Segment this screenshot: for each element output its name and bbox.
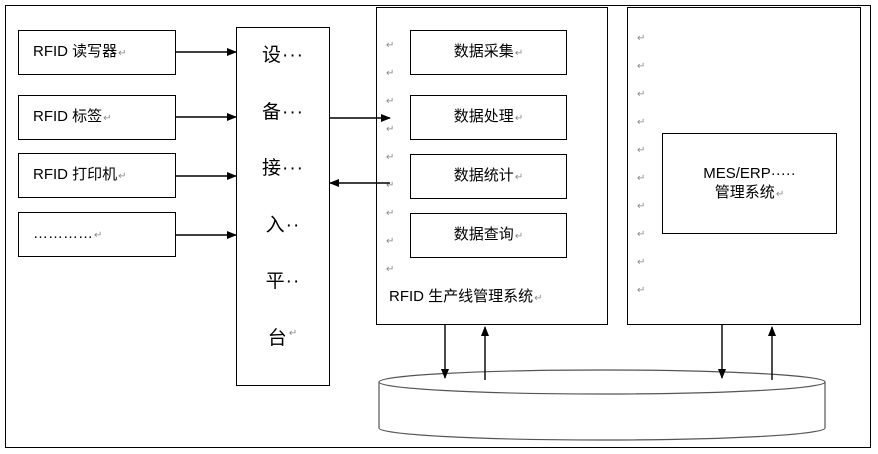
pilcrow-mark: ↵	[386, 40, 395, 51]
pilcrow-mark: ↵	[637, 89, 646, 100]
page-frame	[5, 5, 871, 448]
platform-char: 平··	[265, 271, 301, 292]
device-box-rfid-reader[interactable]: RFID 读写器↵	[18, 30, 176, 75]
device-label: RFID 读写器↵	[33, 43, 127, 61]
pilcrow-mark: ↵	[386, 208, 395, 219]
module-label: 数据处理↵	[453, 108, 524, 126]
pilcrow-mark: ↵	[288, 327, 299, 339]
platform-char: 台↵	[267, 327, 299, 349]
module-box-data-collection[interactable]: 数据采集↵	[410, 30, 567, 75]
platform-char: 接···	[262, 158, 304, 179]
pilcrow-mark: ↵	[514, 113, 524, 125]
pilcrow-mark: ↵	[775, 188, 785, 200]
device-access-platform-box[interactable]: 设··· 备··· 接··· 入·· 平·· 台↵	[236, 27, 330, 386]
device-box-rfid-tag[interactable]: RFID 标签↵	[18, 95, 176, 140]
mes-erp-box[interactable]: MES/ERP····· 管理系统↵	[662, 133, 837, 234]
device-label: RFID 标签↵	[33, 108, 112, 126]
pilcrow-mark: ↵	[637, 145, 646, 156]
database-cylinder-shape	[378, 369, 826, 441]
device-box-rfid-printer[interactable]: RFID 打印机↵	[18, 153, 176, 198]
platform-char: 设···	[262, 45, 304, 66]
management-system-caption: RFID 生产线管理系统↵	[389, 288, 543, 305]
pilcrow-mark: ↵	[514, 172, 524, 184]
pilcrow-mark: ↵	[637, 257, 646, 268]
module-box-data-statistics[interactable]: 数据统计↵	[410, 154, 567, 199]
database-label: ················数据库↵	[826, 398, 878, 419]
pilcrow-mark: ↵	[386, 96, 395, 107]
pilcrow-mark: ↵	[637, 33, 646, 44]
module-box-data-query[interactable]: 数据查询↵	[410, 213, 567, 258]
module-label: 数据查询↵	[453, 226, 524, 244]
pilcrow-mark: ↵	[637, 173, 646, 184]
module-label: 数据采集↵	[453, 43, 524, 61]
pilcrow-mark: ↵	[637, 117, 646, 128]
module-box-data-processing[interactable]: 数据处理↵	[410, 95, 567, 140]
pilcrow-mark: ↵	[118, 171, 127, 183]
device-label: …………↵	[33, 225, 103, 243]
platform-char: 备···	[262, 101, 304, 123]
pilcrow-mark: ↵	[386, 152, 395, 163]
mes-erp-line2: 管理系统↵	[714, 183, 785, 201]
device-label: RFID 打印机↵	[33, 166, 127, 184]
pilcrow-mark: ↵	[534, 293, 543, 304]
pilcrow-mark: ↵	[386, 180, 395, 191]
pilcrow-mark: ↵	[637, 201, 646, 212]
pilcrow-mark: ↵	[386, 124, 395, 135]
platform-char: 入··	[265, 214, 301, 236]
mes-erp-line1: MES/ERP·····	[703, 164, 796, 182]
platform-vertical-text: 设··· 备··· 接··· 入·· 平·· 台↵	[237, 28, 329, 385]
pilcrow-mark: ↵	[386, 236, 395, 247]
pilcrow-mark: ↵	[386, 264, 395, 275]
pilcrow-mark: ↵	[637, 61, 646, 72]
pilcrow-mark: ↵	[637, 285, 646, 296]
pilcrow-mark: ↵	[386, 68, 395, 79]
enterprise-system-box[interactable]: ↵ ↵ ↵ ↵ ↵ ↵ ↵ ↵ ↵ ↵ MES/ERP····· 管理系统↵	[627, 7, 861, 325]
module-label: 数据统计↵	[453, 167, 524, 185]
device-box-others[interactable]: …………↵	[18, 212, 176, 257]
pilcrow-mark: ↵	[94, 230, 103, 242]
pilcrow-mark: ↵	[103, 113, 112, 125]
pilcrow-mark: ↵	[514, 48, 524, 60]
pilcrow-mark: ↵	[118, 48, 127, 60]
database-cylinder[interactable]: ················数据库↵	[378, 368, 826, 444]
pilcrow-mark: ↵	[637, 229, 646, 240]
management-system-box[interactable]: ↵ ↵ ↵ ↵ ↵ ↵ ↵ ↵ ↵ 数据采集↵ 数据处理↵ 数据统计↵ 数据查询…	[376, 7, 608, 325]
pilcrow-mark: ↵	[514, 231, 524, 243]
